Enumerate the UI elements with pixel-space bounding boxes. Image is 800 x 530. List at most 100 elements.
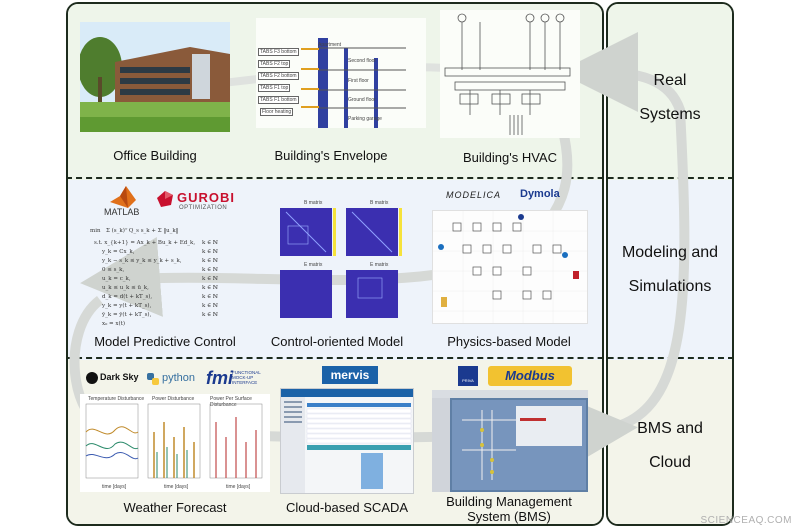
envelope-label-floor-heating: Floor heating xyxy=(260,108,294,116)
fmi-subtitle: FUNCTIONAL MOCK-UP INTERFACE xyxy=(232,370,261,385)
svg-text:ȳ_k = ȳ(t + kT_s),: ȳ_k = ȳ(t + kT_s), xyxy=(101,311,152,318)
row-separator-bottom xyxy=(66,357,734,359)
scada-screenshot xyxy=(280,388,414,494)
python-icon xyxy=(146,372,160,386)
envelope-label-parking: Parking garage xyxy=(348,116,382,122)
envelope-label-tabs-f3-bottom: TABS F3 bottom xyxy=(258,48,299,56)
scada-table-view xyxy=(281,389,413,493)
building-envelope-diagram: Apartment TABS F3 bottom TABS F2 top TAB… xyxy=(256,18,426,128)
modeling-line1: Modeling and xyxy=(621,244,719,261)
weather-plot-title-power: Power Disturbance xyxy=(152,396,195,402)
gurobi-sublabel: OPTIMIZATION xyxy=(179,205,228,211)
building-hvac-schematic xyxy=(440,10,580,138)
matlab-membrane-icon xyxy=(110,186,136,208)
svg-text:u_k ≤ u_k ≤ ū_k,: u_k ≤ u_k ≤ ū_k, xyxy=(102,285,149,291)
weather-plot-title-temp: Temperature Disturbance xyxy=(88,396,145,402)
fmi-sub-line1: FUNCTIONAL xyxy=(232,370,261,375)
python-label: python xyxy=(162,372,196,384)
svg-text:k ∈ ℕ: k ∈ ℕ xyxy=(202,258,218,264)
envelope-label-tabs-f2-top: TABS F2 top xyxy=(258,60,291,68)
svg-text:y_k = Cx_k,: y_k = Cx_k, xyxy=(101,249,135,255)
svg-text:x₀ = x(t): x₀ = x(t) xyxy=(102,320,125,327)
matrix-title-3: E matrix xyxy=(304,262,323,268)
real-systems-label: Real Systems xyxy=(606,64,734,132)
physics-model-caption: Physics-based Model xyxy=(447,334,571,349)
svg-text:u_k = c_k,: u_k = c_k, xyxy=(102,276,131,282)
modelica-component-grid xyxy=(433,211,587,323)
dark-sky-icon xyxy=(86,372,98,384)
svg-text:k ∈ ℕ: k ∈ ℕ xyxy=(202,285,218,291)
envelope-label-second-floor: Second floor xyxy=(348,58,377,64)
office-building-photo xyxy=(80,22,230,132)
row-separator-top xyxy=(66,177,734,179)
office-building-illustration xyxy=(80,22,230,132)
svg-text:d_k = d(t + kT_s),: d_k = d(t + kT_s), xyxy=(102,293,152,300)
envelope-label-tabs-f2-bottom: TABS F2 bottom xyxy=(258,72,299,80)
weather-plot-title-power-surface: Power Per Surface Disturbance xyxy=(210,396,252,408)
svg-text:k ∈ ℕ: k ∈ ℕ xyxy=(202,249,218,255)
weather-plot-xlabel-2: time [days] xyxy=(164,484,189,490)
envelope-label-tabs-f1-bottom: TABS F1 bottom xyxy=(258,96,299,104)
svg-text:k ∈ ℕ: k ∈ ℕ xyxy=(202,303,218,309)
fmi-sub-line3: INTERFACE xyxy=(232,380,258,385)
gurobi-icon xyxy=(156,190,174,208)
real-systems-line2: Systems xyxy=(639,106,701,123)
building-envelope-caption: Building's Envelope xyxy=(274,148,388,163)
matrix-title-4: E matrix xyxy=(370,262,389,268)
bms-process-view xyxy=(432,390,588,492)
svg-text:k ∈ ℕ: k ∈ ℕ xyxy=(202,240,218,246)
weather-disturbance-series xyxy=(85,403,263,479)
envelope-section-drawing xyxy=(301,38,406,128)
mpc-caption: Model Predictive Control xyxy=(94,334,236,349)
real-systems-line1: Real xyxy=(653,72,687,89)
bms-caption: Building Management System (BMS) xyxy=(424,494,594,524)
dark-sky-label: Dark Sky xyxy=(100,372,139,382)
weather-plot-xlabel-3: time [days] xyxy=(226,484,251,490)
svg-text:k ∈ ℕ: k ∈ ℕ xyxy=(202,294,218,300)
mpc-equations: min Σ (s_k)ᵀ Q_s s_k + Σ ‖u_k‖ s.t. x_{k+… xyxy=(90,227,218,327)
scada-caption: Cloud-based SCADA xyxy=(285,500,409,515)
bms-cloud-line1: BMS and xyxy=(637,420,703,437)
weather-plot-xlabel-1: time [days] xyxy=(102,484,127,490)
matrix-title-1: B matrix xyxy=(304,200,323,206)
bms-cloud-line2: Cloud xyxy=(649,454,691,471)
modelica-logo: MODELICA xyxy=(446,190,502,200)
building-hvac-caption: Building's HVAC xyxy=(462,150,557,165)
office-building-caption: Office Building xyxy=(113,148,197,163)
bms-screenshot xyxy=(432,390,588,492)
dymola-logo: Dymola xyxy=(520,188,560,200)
weather-forecast-caption: Weather Forecast xyxy=(123,500,227,515)
hvac-piping-drawing xyxy=(444,13,571,135)
envelope-label-apartment: Apartment xyxy=(318,42,342,48)
envelope-label-tabs-f1-top: TABS F1 top xyxy=(258,84,291,92)
svg-text:y_k − s_k ≤ y_k ≤ y_k + s_k,: y_k − s_k ≤ y_k ≤ y_k + s_k, xyxy=(101,258,182,264)
svg-text:min: min xyxy=(90,228,101,234)
modeling-label: Modeling and Simulations xyxy=(606,236,734,304)
svg-text:k ∈ ℕ: k ∈ ℕ xyxy=(202,267,218,273)
svg-text:y_k = y(t + kT_s),: y_k = y(t + kT_s), xyxy=(101,302,152,309)
bms-caption-line2: System (BMS) xyxy=(467,509,551,524)
control-model-caption: Control-oriented Model xyxy=(270,334,404,349)
modbus-logo: Modbus xyxy=(488,366,572,386)
bms-caption-line1: Building Management xyxy=(446,494,572,509)
modeling-label-band xyxy=(608,180,732,360)
svg-text:k ∈ ℕ: k ∈ ℕ xyxy=(202,312,218,318)
watermark: SCIENCEAQ.COM xyxy=(700,515,792,526)
bms-cloud-label: BMS and Cloud xyxy=(606,412,734,480)
envelope-label-ground-floor: Ground floor xyxy=(348,97,376,103)
svg-text:s.t. x_{k+1} = Ax_k + Bu_k + E: s.t. x_{k+1} = Ax_k + Bu_k + Ed_k, xyxy=(94,240,195,246)
priva-logo: PRIVA xyxy=(458,366,478,386)
weather-forecast-plots: Temperature Disturbance Power Disturbanc… xyxy=(80,394,270,492)
modeling-line2: Simulations xyxy=(628,278,712,295)
matlab-logo xyxy=(108,184,138,210)
mervis-logo: mervis xyxy=(322,366,378,384)
control-model-matrices: B matrix B matrix E matrix E matrix xyxy=(276,196,402,330)
fmi-logo: fmi xyxy=(206,368,233,388)
matlab-label: MATLAB xyxy=(104,207,140,217)
envelope-label-first-floor: First floor xyxy=(348,78,369,84)
matrix-heatmaps xyxy=(280,208,402,318)
physics-model-diagram xyxy=(432,210,588,324)
fmi-sub-line2: MOCK-UP xyxy=(232,375,254,380)
gurobi-label: GUROBI xyxy=(177,190,235,205)
svg-text:Σ (s_k)ᵀ Q_s s_k + Σ ‖u_k‖: Σ (s_k)ᵀ Q_s s_k + Σ ‖u_k‖ xyxy=(106,227,179,234)
